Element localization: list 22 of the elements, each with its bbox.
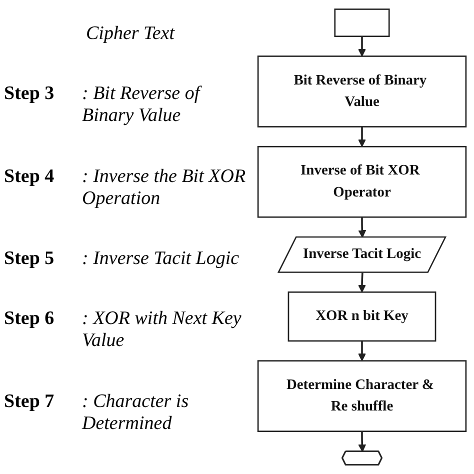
step-number: Step 7 xyxy=(4,390,56,413)
step-number: Step 5 xyxy=(4,248,56,270)
step-number: Step 6 xyxy=(4,308,56,330)
step-description: : Inverse the Bit XOR Operation xyxy=(82,166,247,210)
node-box: Inverse of Bit XOR Operator xyxy=(257,146,467,218)
step-description: : Inverse Tacit Logic xyxy=(82,248,240,270)
step-number: Step 4 xyxy=(4,166,56,188)
step-description: : XOR with Next Key Value xyxy=(82,308,242,352)
step-description: Cipher Text xyxy=(85,23,176,46)
node-box: Determine Character & Re shuffle xyxy=(257,360,467,432)
arrow xyxy=(358,340,366,362)
arrow xyxy=(358,217,366,238)
step-description: : Bit Reverse of Binary Value xyxy=(82,83,203,128)
step-description: : Character is Determined xyxy=(82,390,190,435)
step-number: Step 3 xyxy=(4,83,56,106)
node-box: XOR n bit Key xyxy=(288,291,436,342)
arrow xyxy=(358,272,366,292)
node-box xyxy=(334,8,390,38)
arrow xyxy=(358,126,366,147)
arrow xyxy=(358,36,366,57)
node-box: Bit Reverse of Binary Value xyxy=(257,56,467,128)
arrow xyxy=(358,431,366,452)
